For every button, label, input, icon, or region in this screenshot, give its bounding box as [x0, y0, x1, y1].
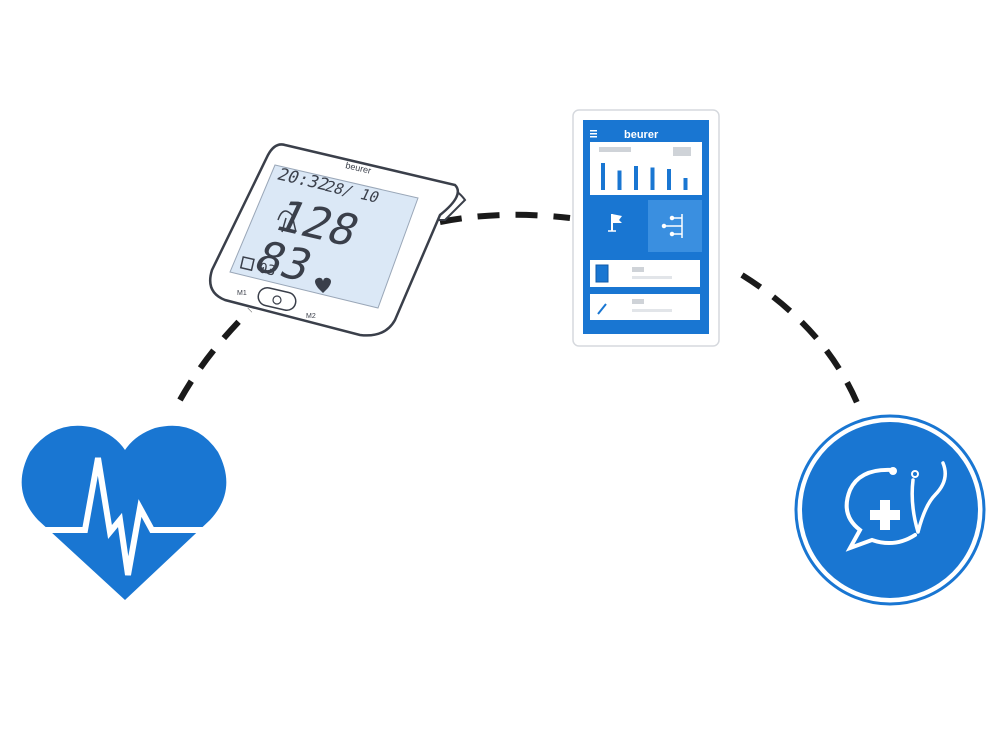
connector-phone-to-doctor — [740, 272, 865, 417]
chart-bar — [650, 167, 655, 190]
connections-icon — [661, 214, 683, 238]
doctor-consult-icon — [794, 414, 986, 606]
monitor-memory: 03 — [257, 260, 277, 279]
monitor-start-button[interactable] — [256, 286, 297, 312]
chat-bubble-outline — [844, 467, 917, 552]
menu-icon[interactable] — [590, 130, 597, 138]
phone-brand: beurer — [624, 129, 659, 141]
smartphone-app: beurer — [572, 109, 720, 347]
chart-bar — [667, 169, 671, 190]
thermometer-icon — [597, 303, 607, 315]
monitor-m1-label: M1 — [237, 290, 247, 297]
medical-cross-icon — [870, 500, 900, 530]
heart-pulse-icon — [21, 425, 227, 600]
chart-card-title-placeholder — [599, 147, 631, 152]
connector-heart-to-monitor — [177, 307, 253, 402]
memory-icon — [239, 256, 255, 272]
chart-bar — [601, 163, 605, 190]
goals-tile[interactable] — [590, 200, 644, 252]
power-icon — [272, 295, 282, 305]
list-item-scale-title — [632, 267, 644, 272]
chart-card-badge-placeholder — [673, 147, 691, 156]
stethoscope-icon — [910, 461, 947, 534]
pulse-line — [35, 457, 215, 576]
chart-bar — [617, 170, 622, 190]
list-item-scale-subtitle — [632, 276, 672, 279]
monitor-m2-label: M2 — [306, 313, 316, 320]
person-icon — [277, 210, 297, 233]
chart-bar — [634, 166, 638, 190]
list-item-thermometer[interactable] — [590, 294, 700, 320]
blood-pressure-monitor: beurer 20:32 28/ 10 128 83 03 M1 M2 — [208, 143, 467, 337]
monitor-heart-icon — [315, 277, 331, 293]
flag-icon — [608, 214, 622, 232]
scale-icon — [595, 264, 609, 283]
connectors — [177, 211, 865, 417]
connector-monitor-to-phone — [439, 211, 571, 225]
list-item-thermometer-title — [632, 299, 644, 304]
chart-bars — [601, 163, 688, 190]
chart-bar — [683, 178, 688, 190]
list-item-thermometer-subtitle — [632, 309, 672, 312]
monitor-lcd — [229, 164, 419, 309]
